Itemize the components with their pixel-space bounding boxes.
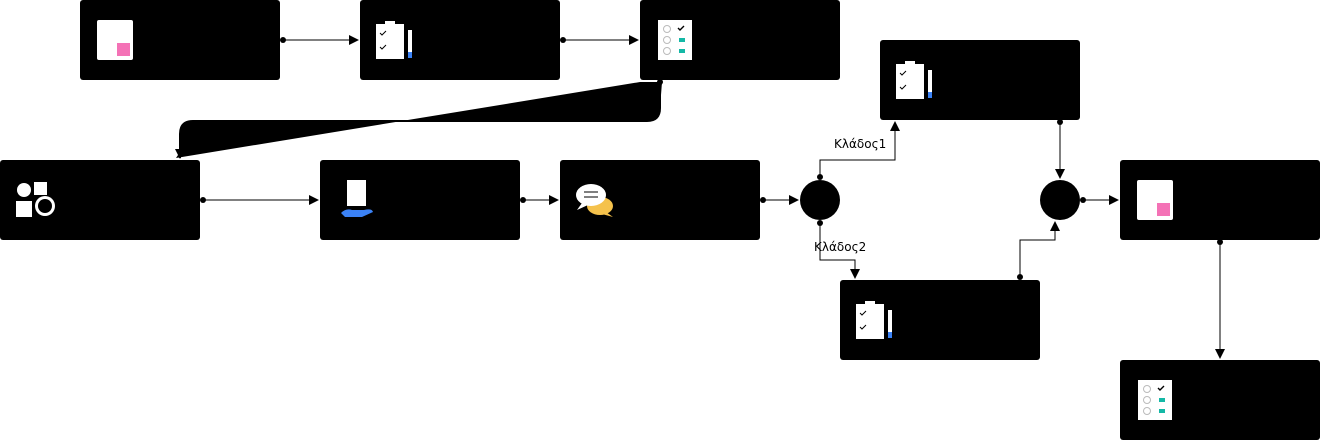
edge-ports [200,37,1223,280]
node-n10[interactable] [1120,360,1320,440]
checkbox-list-icon [658,20,692,60]
port-n9-out [1217,239,1223,245]
hand-document-icon [341,180,373,217]
port-g1-bottom [817,220,823,226]
node-n5[interactable] [320,160,520,240]
checklist-pencil-icon [896,61,932,99]
gateway-merge[interactable] [1040,180,1080,220]
node-n3[interactable] [640,0,840,80]
edge-g1-n7 [819,121,900,177]
node-n6[interactable] [560,160,760,240]
port-n4-out [200,197,206,203]
checkbox-list-icon [1138,380,1172,420]
node-n4[interactable] [0,160,200,240]
checklist-pencil-icon [376,21,412,59]
port-n5-out [520,197,526,203]
node-n2[interactable] [360,0,560,80]
document-pink-square-icon [1137,180,1173,220]
edge-label-branch1: Κλάδος1 [834,137,887,151]
chat-bubbles-icon [576,184,613,217]
checklist-pencil-icon [856,301,892,339]
edge-label-branch2: Κλάδος2 [814,240,867,254]
port-n1-out [280,37,286,43]
port-n2-out [560,37,566,43]
edge-g1-n8 [819,223,860,279]
port-n6-out [760,197,766,203]
port-n3-out [657,79,663,85]
shapes-icon [16,182,55,217]
port-g2-out [1080,197,1086,203]
node-n8[interactable] [840,280,1040,360]
node-n7[interactable] [880,40,1080,120]
port-n7-out [1057,119,1063,125]
node-n1[interactable] [80,0,280,80]
edge-n8-g2 [1019,221,1060,277]
port-n8-out [1017,274,1023,280]
port-g1-top [817,174,823,180]
node-n9[interactable] [1120,160,1320,240]
document-pink-square-icon [97,20,133,60]
gateway-split[interactable] [800,180,840,220]
edge-n3-n4-band [176,82,662,158]
